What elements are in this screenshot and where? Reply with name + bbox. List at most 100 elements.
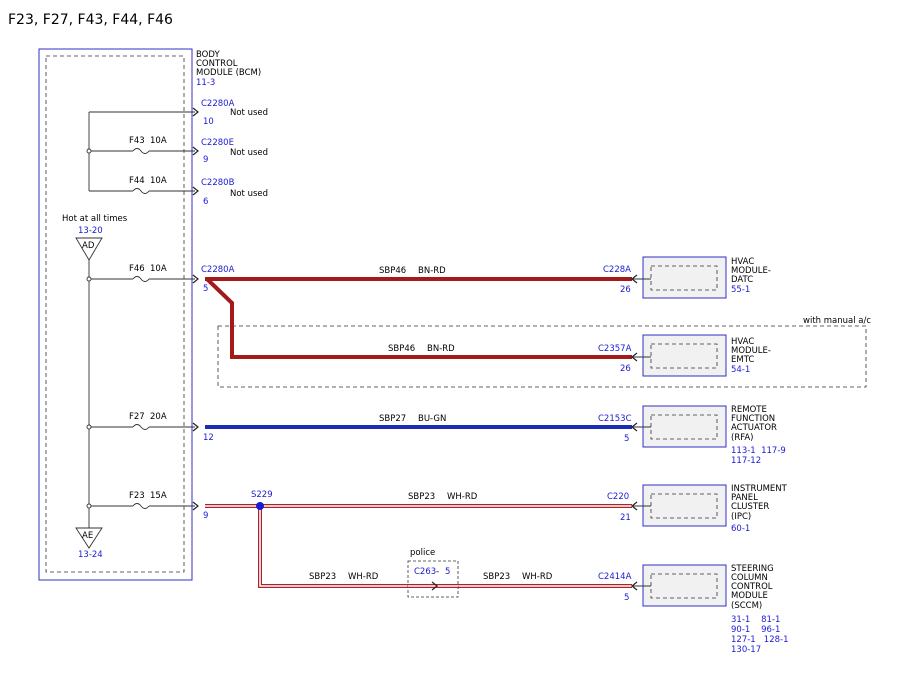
wire3-circuit: SBP27 xyxy=(379,414,406,424)
inline-arrow-icon xyxy=(431,581,438,591)
module5-name-1: STEERING xyxy=(731,564,774,574)
inline-dash: - xyxy=(436,567,439,577)
bus-junction xyxy=(86,503,92,509)
module-ipc xyxy=(631,484,727,527)
module5-pin: 5 xyxy=(624,593,629,603)
wire4-color: WH-RD xyxy=(447,492,478,502)
wire1-circuit: SBP46 xyxy=(379,266,406,276)
module1-name-1: HVAC xyxy=(731,257,754,267)
fuse-f23-rating: 15A xyxy=(150,491,167,501)
module3-name-2: FUNCTION xyxy=(731,414,775,424)
bcm-name-1: BODY xyxy=(196,50,220,60)
page-title: F23, F27, F43, F44, F46 xyxy=(8,12,173,28)
module2-name-1: HVAC xyxy=(731,337,754,347)
fuse-f23-id: F23 xyxy=(129,491,145,501)
module2-ref-1: 54-1 xyxy=(731,365,750,375)
module-rfa xyxy=(631,405,727,448)
inline-connector-box xyxy=(407,560,459,598)
module5-name-4: MODULE xyxy=(731,591,768,601)
bcm-pin-4: 5 xyxy=(203,284,208,294)
fuse-f27-rating: 20A xyxy=(150,412,167,422)
wire2-color: BN-RD xyxy=(427,344,455,354)
module5-ref-4: 130-17 xyxy=(731,645,761,655)
power-label: Hot at all times xyxy=(62,214,128,224)
module2-name-2: MODULE- xyxy=(731,346,771,356)
wire-sbp46 xyxy=(205,277,632,359)
module5-ref-2: 90-1 96-1 xyxy=(731,625,780,635)
module1-name-2: MODULE- xyxy=(731,266,771,276)
wire5-color: WH-RD xyxy=(348,572,379,582)
fuse-f43 xyxy=(89,148,195,154)
fuse-f27 xyxy=(89,424,195,430)
wire4-circuit: SBP23 xyxy=(408,492,435,502)
module3-ref-2: 117-12 xyxy=(731,456,761,466)
bcm-name-3: MODULE (BCM) xyxy=(196,68,261,78)
inline-pin: 5 xyxy=(445,567,450,577)
pin-arrows-unused xyxy=(192,107,199,196)
bcm-note-2: Not used xyxy=(230,148,268,158)
splice-label: S229 xyxy=(251,490,273,500)
ground-triangle-icon xyxy=(75,527,103,549)
ground-ref: 13-24 xyxy=(78,550,103,560)
fuse-f43-rating: 10A xyxy=(150,136,167,146)
fuse-f46 xyxy=(89,276,195,282)
power-ref: 13-20 xyxy=(78,226,103,236)
bcm-outline xyxy=(38,48,193,581)
inline-label: police xyxy=(410,548,435,558)
bcm-note-1: Not used xyxy=(230,108,268,118)
bcm-connector-3: C2280B xyxy=(201,178,235,188)
option-region xyxy=(217,325,867,388)
wire1-color: BN-RD xyxy=(418,266,446,276)
bcm-pin-6: 9 xyxy=(203,511,208,521)
module3-name-4: (RFA) xyxy=(731,433,753,443)
module1-name-3: DATC xyxy=(731,275,753,285)
option-label: with manual a/c xyxy=(803,316,871,326)
fuse-f46-id: F46 xyxy=(129,264,145,274)
module1-connector: C228A xyxy=(603,265,631,275)
module3-name-3: ACTUATOR xyxy=(731,423,777,433)
wire5-circuit: SBP23 xyxy=(309,572,336,582)
module4-connector: C220 xyxy=(607,492,629,502)
pin-arrows-bcm xyxy=(192,274,199,511)
bcm-pin-3: 6 xyxy=(203,197,208,207)
bcm-connector-1: C2280A xyxy=(201,99,235,109)
bcm-pin-2: 9 xyxy=(203,155,208,165)
module2-connector: C2357A xyxy=(598,344,632,354)
module4-name-2: PANEL xyxy=(731,493,758,503)
bcm-name-2: CONTROL xyxy=(196,59,238,69)
fuse-f46-rating: 10A xyxy=(150,264,167,274)
module2-pin: 26 xyxy=(620,364,631,374)
bus-junction xyxy=(86,276,92,282)
module1-ref-1: 55-1 xyxy=(731,285,750,295)
fuse-f27-id: F27 xyxy=(129,412,145,422)
module5-ref-3: 127-1 128-1 xyxy=(731,635,789,645)
module5-ref-1: 31-1 81-1 xyxy=(731,615,780,625)
module-hvac-datc xyxy=(631,256,727,299)
inline-connector: C263 xyxy=(414,567,436,577)
module5-connector: C2414A xyxy=(598,572,632,582)
splice-dot xyxy=(256,502,264,510)
module3-name-1: REMOTE xyxy=(731,405,767,415)
bus-junction xyxy=(86,148,92,154)
module-hvac-emtc xyxy=(631,334,727,377)
wire6-circuit: SBP23 xyxy=(483,572,510,582)
bcm-inner-dashed xyxy=(45,55,185,573)
bcm-connector-2: C2280E xyxy=(201,138,234,148)
module4-name-1: INSTRUMENT xyxy=(731,484,788,494)
fuse-f43-id: F43 xyxy=(129,136,145,146)
wire2-circuit: SBP46 xyxy=(388,344,415,354)
wire6-color: WH-RD xyxy=(522,572,553,582)
fuse-f44-id: F44 xyxy=(129,176,145,186)
fuse-f44 xyxy=(89,188,195,194)
module1-pin: 26 xyxy=(620,285,631,295)
module3-ref-1: 113-1 117-9 xyxy=(731,446,786,456)
power-tri-label: AD xyxy=(82,241,95,251)
module4-ref-1: 60-1 xyxy=(731,524,750,534)
bcm-pin-5: 12 xyxy=(203,433,214,443)
module5-name-5: (SCCM) xyxy=(731,601,762,611)
module4-name-3: CLUSTER xyxy=(731,502,769,512)
bus-junction xyxy=(86,424,92,430)
module2-name-3: EMTC xyxy=(731,355,754,365)
wire3-color: BU-GN xyxy=(418,414,446,424)
module3-pin: 5 xyxy=(624,434,629,444)
